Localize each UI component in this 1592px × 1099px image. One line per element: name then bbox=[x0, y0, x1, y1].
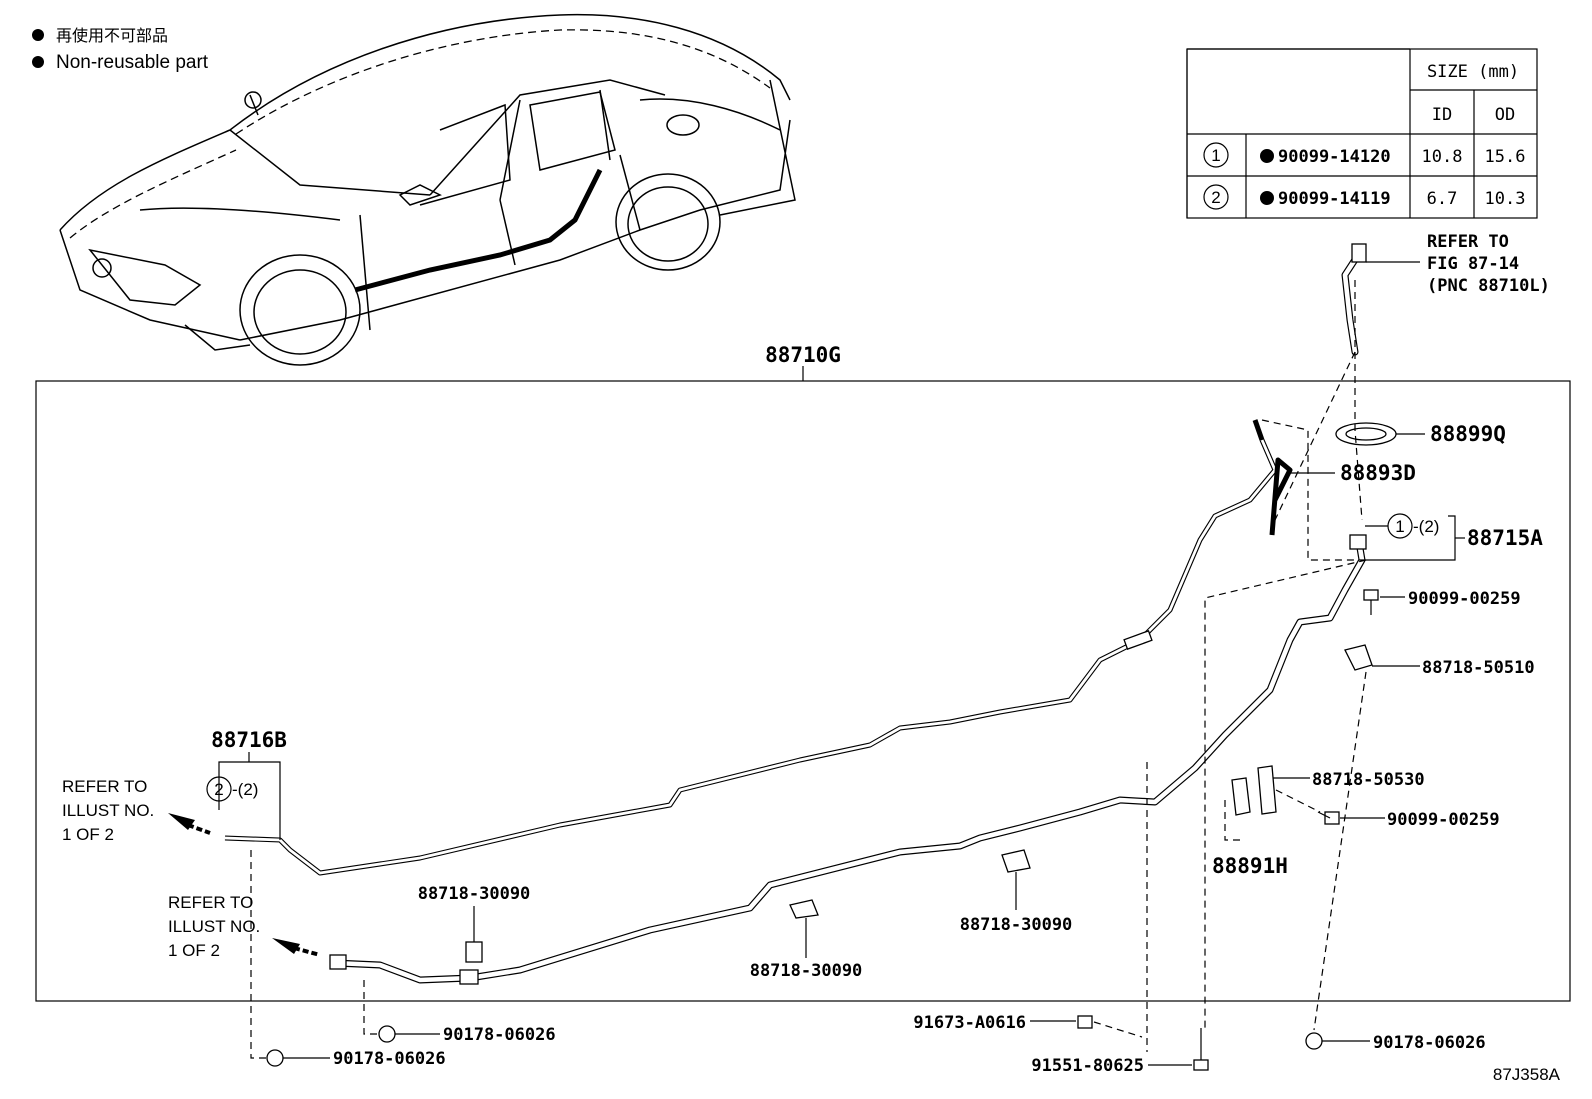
label-88899q: 88899Q bbox=[1430, 422, 1506, 446]
ref2-88715a: -(2) bbox=[1413, 517, 1439, 536]
bolt-icon bbox=[1363, 589, 1405, 615]
bracket-icon bbox=[1224, 765, 1310, 841]
clamp-icon bbox=[1344, 644, 1420, 671]
clip-icon bbox=[1001, 849, 1031, 910]
label-88718-30090-a: 88718-30090 bbox=[418, 884, 531, 904]
clip-icon bbox=[465, 906, 483, 963]
refer-illust-2: REFER TO ILLUST NO. 1 OF 2 bbox=[168, 893, 321, 960]
row1-ref: 1 bbox=[1211, 146, 1220, 165]
label-91673-a0616: 91673-A0616 bbox=[913, 1013, 1026, 1033]
refer-fig-line2: FIG 87-14 bbox=[1427, 254, 1519, 274]
label-88718-30090-c: 88718-30090 bbox=[960, 915, 1073, 935]
main-assembly-label: 88710G bbox=[765, 343, 841, 367]
row2-od: 10.3 bbox=[1485, 189, 1526, 209]
label-88718-50510: 88718-50510 bbox=[1422, 658, 1535, 678]
row1-id: 10.8 bbox=[1422, 147, 1463, 167]
label-90099-00259-b: 90099-00259 bbox=[1387, 810, 1500, 830]
legend-item-en: Non-reusable part bbox=[56, 52, 209, 73]
col-od: OD bbox=[1495, 105, 1515, 125]
bullet-icon bbox=[32, 56, 44, 68]
label-90099-00259-a: 90099-00259 bbox=[1408, 589, 1521, 609]
nut-icon bbox=[363, 980, 440, 1043]
label-90178-06026-b: 90178-06026 bbox=[333, 1049, 446, 1069]
bolt-icon bbox=[1148, 1028, 1209, 1071]
legend: 再使用不可部品 Non-reusable part bbox=[32, 26, 209, 73]
nut-icon bbox=[1305, 671, 1370, 1050]
row1-od: 15.6 bbox=[1485, 147, 1526, 167]
bullet-icon bbox=[32, 29, 44, 41]
bolt-icon bbox=[1317, 811, 1385, 825]
non-reusable-bullet-icon bbox=[1260, 191, 1274, 205]
callout-88716b: 2 -(2) bbox=[206, 752, 281, 840]
guide-lines bbox=[1146, 280, 1367, 1052]
refer-fig-line3: (PNC 88710L) bbox=[1427, 276, 1550, 296]
label-88891h: 88891H bbox=[1212, 854, 1288, 878]
main-assembly-frame: 88710G bbox=[35, 343, 1571, 1002]
nut-icon bbox=[250, 850, 330, 1067]
car-illustration bbox=[59, 13, 796, 366]
label-88716b: 88716B bbox=[211, 728, 287, 752]
size-table: SIZE (mm) ID OD 1 90099-14120 10.8 15.6 … bbox=[1186, 48, 1538, 219]
refer2-line3: 1 OF 2 bbox=[168, 941, 220, 960]
ref-88716b: 2 bbox=[214, 780, 223, 799]
refer1-line2: ILLUST NO. bbox=[62, 801, 154, 820]
figure-code: 87J358A bbox=[1493, 1065, 1561, 1084]
row1-part: 90099-14120 bbox=[1278, 147, 1391, 167]
clip-icon bbox=[789, 899, 819, 958]
refer-fig-line1: REFER TO bbox=[1427, 232, 1509, 252]
upper-pipe-fig87 bbox=[1341, 243, 1420, 356]
label-88718-50530: 88718-50530 bbox=[1312, 770, 1425, 790]
callout-88715a: 1 -(2) bbox=[1360, 513, 1465, 561]
refer2-line1: REFER TO bbox=[168, 893, 253, 912]
col-id: ID bbox=[1432, 105, 1452, 125]
legend-item-jp: 再使用不可部品 bbox=[56, 26, 168, 45]
label-91551-80625: 91551-80625 bbox=[1031, 1056, 1144, 1076]
refer2-line2: ILLUST NO. bbox=[168, 917, 260, 936]
refer-illust-1: REFER TO ILLUST NO. 1 OF 2 bbox=[62, 777, 211, 844]
label-90178-06026-a: 90178-06026 bbox=[443, 1025, 556, 1045]
row2-ref: 2 bbox=[1211, 188, 1220, 207]
ref-88715a: 1 bbox=[1395, 517, 1404, 536]
label-88893d: 88893D bbox=[1340, 461, 1416, 485]
pipe-88715a bbox=[329, 534, 1367, 985]
refer1-line1: REFER TO bbox=[62, 777, 147, 796]
label-88718-30090-b: 88718-30090 bbox=[750, 961, 863, 981]
label-88715a: 88715A bbox=[1467, 526, 1543, 550]
pipe-88716b bbox=[224, 419, 1293, 876]
refer1-line3: 1 OF 2 bbox=[62, 825, 114, 844]
refer-fig: REFER TO FIG 87-14 (PNC 88710L) bbox=[1427, 232, 1550, 296]
label-90178-06026-c: 90178-06026 bbox=[1373, 1033, 1486, 1053]
row2-part: 90099-14119 bbox=[1278, 189, 1391, 209]
grommet-88899q bbox=[1335, 422, 1425, 446]
non-reusable-bullet-icon bbox=[1260, 149, 1274, 163]
bolt-icon bbox=[1030, 1015, 1143, 1038]
ref2-88716b: -(2) bbox=[232, 780, 258, 799]
size-header: SIZE (mm) bbox=[1427, 62, 1519, 82]
row2-id: 6.7 bbox=[1427, 189, 1458, 209]
